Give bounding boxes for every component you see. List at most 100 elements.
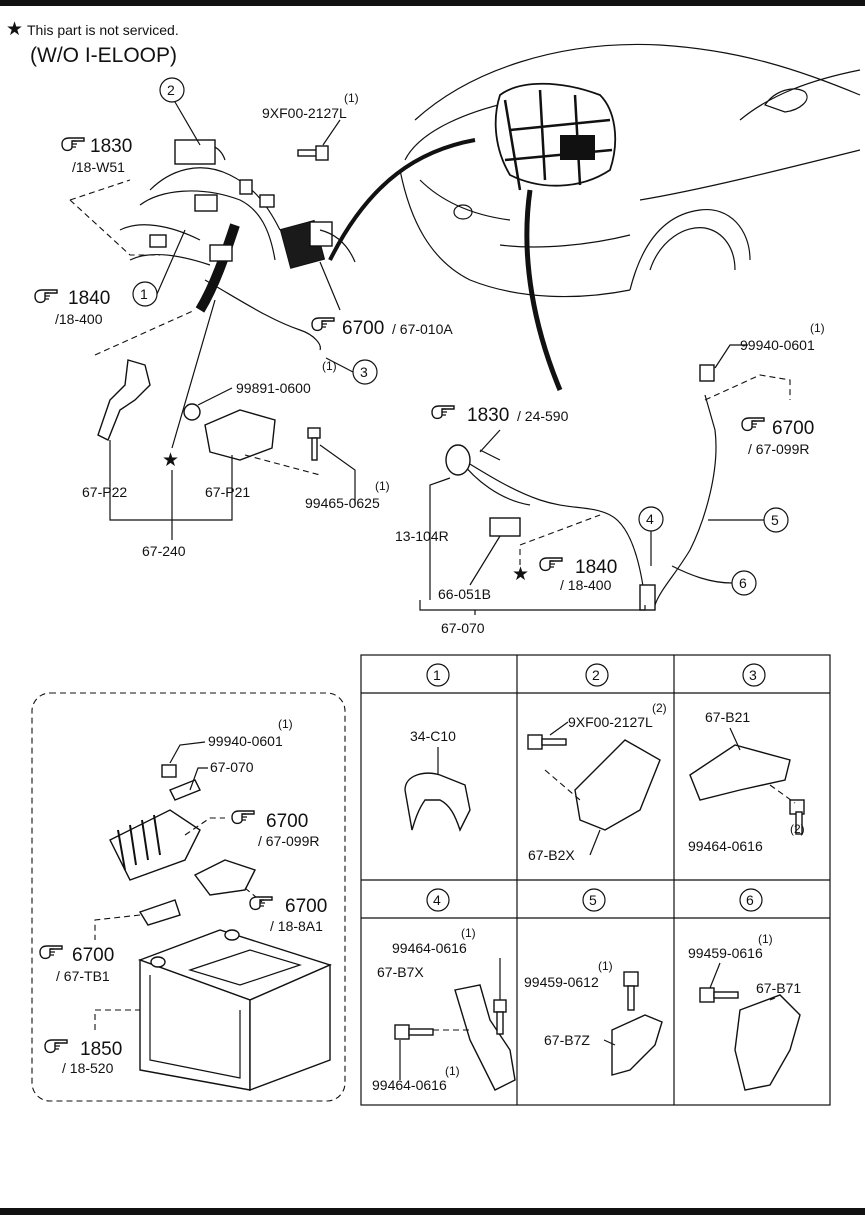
grid-4-bolt-a: 99464-0616 xyxy=(392,940,467,956)
ref-6700-tb1-sub[interactable]: / 67-TB1 xyxy=(56,968,110,984)
pointing-hand-icon xyxy=(539,557,563,572)
grid-callout-2 xyxy=(585,663,609,687)
callout-5-num: 5 xyxy=(771,512,779,528)
grid-6-num: 6 xyxy=(746,892,754,908)
swoosh-left xyxy=(328,138,476,261)
clip-34-c10 xyxy=(404,772,471,832)
battery-cable-assembly xyxy=(445,364,717,611)
grid-4-num: 4 xyxy=(433,892,441,908)
grid-6-part: 67-B71 xyxy=(756,980,801,996)
pointing-hand-icon xyxy=(61,137,85,152)
star-icon: ★ xyxy=(162,450,179,471)
header-star: ★ xyxy=(6,19,23,40)
label-67-070-a: 67-070 xyxy=(441,620,485,636)
label-99465: 99465-0625 xyxy=(305,495,380,511)
ref-1840-400b-num[interactable]: 1840 xyxy=(575,557,617,578)
grid-4-bolt-b: 99464-0616 xyxy=(372,1077,447,1093)
label-9xf00-top: 9XF00-2127L xyxy=(262,105,347,121)
box-67-p21 xyxy=(204,409,276,461)
pointing-hand-icon xyxy=(249,896,273,911)
callout-1-num: 1 xyxy=(140,286,148,302)
ref-1850-520-num[interactable]: 1850 xyxy=(80,1039,122,1060)
callout-6-num: 6 xyxy=(739,575,747,591)
ref-1830-590-sub[interactable]: / 24-590 xyxy=(517,408,569,424)
bracket-67-b21 xyxy=(689,744,791,801)
grid-1-part: 34-C10 xyxy=(410,728,456,744)
label-99940-a-qty: (1) xyxy=(810,321,825,335)
ref-6700-099r-a-sub[interactable]: / 67-099R xyxy=(748,441,809,457)
label-99465-qty: (1) xyxy=(375,479,390,493)
bolt-9xf00-top xyxy=(297,119,341,161)
ref-6700-tb1-num[interactable]: 6700 xyxy=(72,945,114,966)
grid-6-bolt-qty: (1) xyxy=(758,932,773,946)
pointing-hand-icon xyxy=(231,810,255,825)
bottom-rule xyxy=(0,1208,865,1215)
label-67-p22: 67-P22 xyxy=(82,484,127,500)
label-67-p21: 67-P21 xyxy=(205,484,250,500)
grid-3-part: 67-B21 xyxy=(705,709,750,725)
ref-6700-8a1-num[interactable]: 6700 xyxy=(285,896,327,917)
label-99940-a: 99940-0601 xyxy=(740,337,815,353)
pointing-hand-icon xyxy=(311,317,335,332)
top-rule xyxy=(0,0,865,6)
bracket-67-p22 xyxy=(97,359,151,441)
grid-callout-1 xyxy=(426,663,450,687)
grid-callout-5 xyxy=(582,888,606,912)
grid-1-num: 1 xyxy=(433,667,441,683)
ref-6700-099r-b-sub[interactable]: / 67-099R xyxy=(258,833,319,849)
variant-title: (W/O I-ELOOP) xyxy=(30,44,177,67)
battery-illustration xyxy=(109,764,332,1092)
bracket-67-b7x xyxy=(454,984,516,1091)
pointing-hand-icon xyxy=(431,405,455,420)
car-illustration xyxy=(399,43,861,298)
label-99891: 99891-0600 xyxy=(236,380,311,396)
ref-1840-400a-num[interactable]: 1840 xyxy=(68,288,110,309)
label-9xf00-top-qty: (1) xyxy=(344,91,359,105)
ref-6700-099r-a-num[interactable]: 6700 xyxy=(772,418,814,439)
pointing-hand-icon xyxy=(44,1039,68,1054)
ref-6700-010a-sub[interactable]: / 67-010A xyxy=(392,321,453,337)
label-67-240: 67-240 xyxy=(142,543,186,559)
label-66-051b: 66-051B xyxy=(438,586,491,602)
grid-2-bolt-qty: (2) xyxy=(652,701,667,715)
ref-1830-w51-sub[interactable]: /18-W51 xyxy=(72,159,125,175)
header-note: This part is not serviced. xyxy=(27,22,179,38)
ref-6700-8a1-sub[interactable]: / 18-8A1 xyxy=(270,918,323,934)
label-99940-b: 99940-0601 xyxy=(208,733,283,749)
ref-1840-400b-sub[interactable]: / 18-400 xyxy=(560,577,612,593)
grid-5-bolt: 99459-0612 xyxy=(524,974,599,990)
grid-2-part: 67-B2X xyxy=(528,847,575,863)
callout-3-qty: (1) xyxy=(322,359,337,373)
bracket-67-b2x xyxy=(574,739,661,831)
grid-6-bolt: 99459-0616 xyxy=(688,945,763,961)
callout-3-num: 3 xyxy=(360,364,368,380)
battery-detail-box xyxy=(31,692,346,1102)
pointing-hand-icon xyxy=(39,945,63,960)
ref-6700-010a-num[interactable]: 6700 xyxy=(342,318,384,339)
grid-4-bolt-a-qty: (1) xyxy=(461,926,476,940)
ref-1830-590-num[interactable]: 1830 xyxy=(467,405,509,426)
grid-5-part: 67-B7Z xyxy=(544,1032,590,1048)
bracket-67-b7z xyxy=(611,1014,663,1076)
grid-2-num: 2 xyxy=(592,667,600,683)
harness-assembly xyxy=(119,139,356,351)
label-99940-b-qty: (1) xyxy=(278,717,293,731)
grid-3-num: 3 xyxy=(749,667,757,683)
grid-3-bolt: 99464-0616 xyxy=(688,838,763,854)
callout-detail-grid xyxy=(360,654,831,1106)
ref-6700-099r-b-num[interactable]: 6700 xyxy=(266,811,308,832)
ref-1840-400a-sub[interactable]: /18-400 xyxy=(55,311,103,327)
star-icon: ★ xyxy=(512,564,529,585)
grid-5-bolt-qty: (1) xyxy=(598,959,613,973)
ref-1850-520-sub[interactable]: / 18-520 xyxy=(62,1060,114,1076)
grid-callout-3 xyxy=(742,663,766,687)
grid-callout-6 xyxy=(739,888,763,912)
bracket-67-b71 xyxy=(734,994,801,1091)
pointing-hand-icon xyxy=(34,289,58,304)
grid-5-num: 5 xyxy=(589,892,597,908)
ref-1830-w51-num[interactable]: 1830 xyxy=(90,136,132,157)
grid-3-bolt-qty: (2) xyxy=(790,822,805,836)
pointing-hand-icon xyxy=(741,417,765,432)
grid-callout-4 xyxy=(426,888,450,912)
